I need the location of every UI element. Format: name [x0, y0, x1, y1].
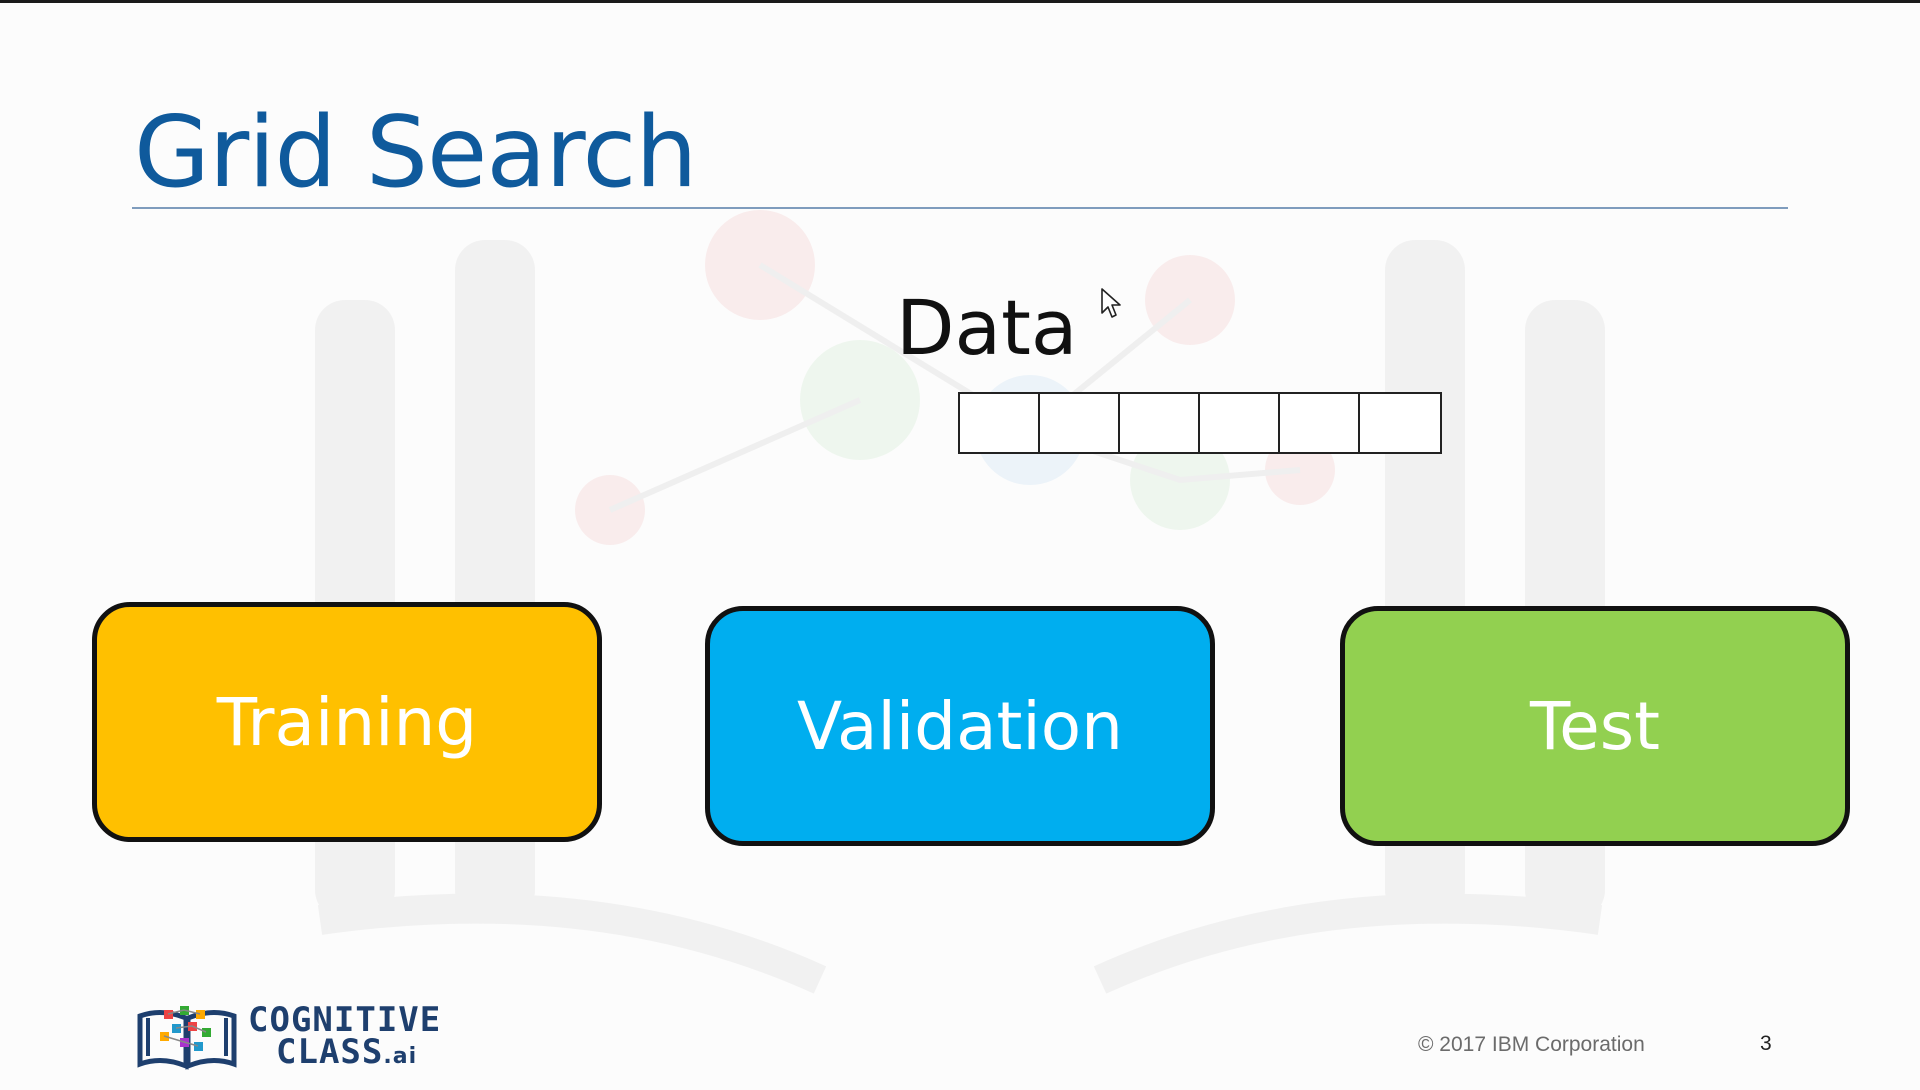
test-label: Test	[1530, 687, 1660, 765]
validation-box: Validation	[705, 606, 1215, 846]
cognitive-class-book-icon	[137, 1006, 237, 1070]
test-box: Test	[1340, 606, 1850, 846]
copyright-text: © 2017 IBM Corporation	[1418, 1033, 1645, 1056]
logo-wordmark: COGNITIVE CLASS.ai	[248, 999, 442, 1069]
training-box: Training	[92, 602, 602, 842]
data-cell	[1280, 394, 1360, 452]
top-border	[0, 0, 1920, 3]
mouse-pointer-icon	[1101, 288, 1121, 318]
logo-ai-suffix: .ai	[383, 1044, 418, 1069]
data-cell	[1360, 394, 1440, 452]
title-underline	[132, 207, 1788, 209]
data-label: Data	[896, 283, 1078, 372]
logo-class-text: CLASS	[276, 1032, 384, 1072]
data-cell	[960, 394, 1040, 452]
logo-line2: CLASS.ai	[248, 1035, 441, 1069]
training-label: Training	[216, 683, 478, 761]
data-cell	[1200, 394, 1280, 452]
slide-title: Grid Search	[134, 96, 698, 210]
data-cell	[1040, 394, 1120, 452]
data-cell	[1120, 394, 1200, 452]
cognitive-class-logo: COGNITIVE CLASS.ai	[136, 1002, 441, 1070]
page-number: 3	[1760, 1032, 1772, 1055]
validation-label: Validation	[797, 687, 1123, 765]
logo-line1: COGNITIVE	[248, 999, 442, 1040]
data-strip	[958, 392, 1442, 454]
